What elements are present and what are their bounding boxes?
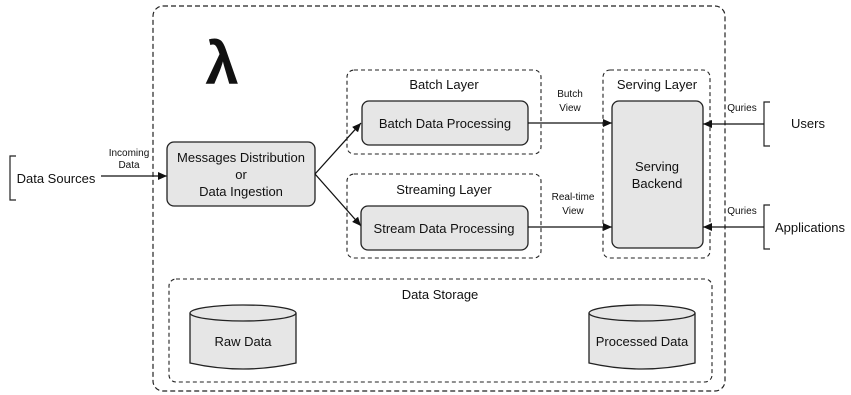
serving-backend-line2: Backend: [632, 176, 683, 191]
stream-processing-box: [360, 205, 529, 251]
users-query-label: Quries: [727, 103, 756, 114]
streaming-layer: Streaming Layer Stream Data Processing: [346, 173, 542, 259]
applications-label: Applications: [775, 220, 846, 235]
processed-data-label: Processed Data: [596, 334, 689, 349]
batch-view-line1: Butch: [557, 89, 583, 100]
lambda-symbol: λ: [205, 30, 238, 97]
data-storage-title: Data Storage: [402, 287, 479, 302]
ingestion-line2: or: [235, 167, 247, 182]
raw-data-label: Raw Data: [214, 334, 272, 349]
data-sources-node: Data Sources: [9, 155, 96, 201]
batch-layer: Batch Layer Batch Data Processing: [346, 69, 542, 155]
batch-processing-label: Batch Data Processing: [379, 116, 511, 131]
to-batch-arrow: [314, 122, 362, 175]
users-node: Users: [763, 101, 825, 147]
ingestion-line1: Messages Distribution: [177, 150, 305, 165]
applications-node: Applications: [763, 204, 846, 250]
data-storage: Data Storage: [168, 278, 713, 383]
incoming-label-line1: Incoming: [109, 148, 150, 159]
users-label: Users: [791, 116, 825, 131]
serving-layer-title: Serving Layer: [617, 77, 698, 92]
serving-backend-line1: Serving: [635, 159, 679, 174]
ingestion-line3: Data Ingestion: [199, 184, 283, 199]
realtime-view-line2: View: [562, 206, 584, 217]
apps-query-label: Quries: [727, 206, 756, 217]
processed-data-cylinder: Processed Data: [588, 304, 696, 370]
data-sources-label: Data Sources: [17, 171, 96, 186]
incoming-label-line2: Data: [118, 160, 140, 171]
realtime-view-line1: Real-time: [552, 192, 595, 203]
raw-data-cylinder: Raw Data: [189, 304, 297, 370]
serving-backend-box: [611, 100, 704, 249]
serving-layer: Serving Layer Serving Backend: [602, 69, 711, 259]
ingestion-box: Messages Distribution or Data Ingestion: [166, 141, 316, 207]
streaming-layer-title: Streaming Layer: [396, 182, 492, 197]
batch-layer-title: Batch Layer: [409, 77, 479, 92]
batch-view-line2: View: [559, 103, 581, 114]
to-stream-arrow: [314, 173, 362, 227]
architecture-boundary: [152, 5, 726, 392]
stream-processing-label: Stream Data Processing: [374, 221, 515, 236]
